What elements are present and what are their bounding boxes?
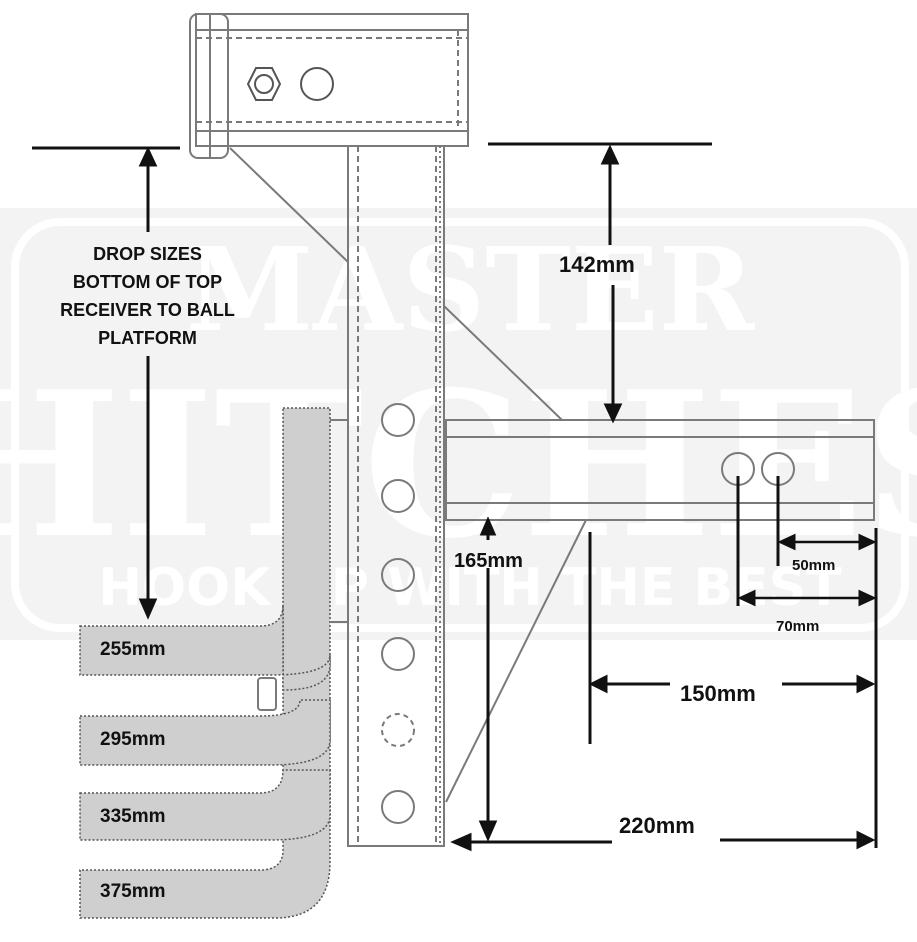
- drop-label-295: 295mm: [100, 729, 166, 750]
- watermark-line1: MASTER: [186, 223, 756, 358]
- dim-50: 50mm: [792, 557, 836, 574]
- drop-note-line-4: PLATFORM: [98, 328, 197, 348]
- drop-sizes-note: DROP SIZES BOTTOM OF TOP RECEIVER TO BAL…: [40, 240, 255, 352]
- watermark-line2: HITCHES: [0, 348, 917, 583]
- drop-shapes: [79, 407, 331, 919]
- dimension-lines: [32, 142, 878, 852]
- dim-220: 220mm: [619, 813, 695, 838]
- dim-150: 150mm: [680, 681, 756, 706]
- watermark: MASTER HITCHES HOOK UP WITH THE BEST: [0, 208, 917, 640]
- drop-label-255: 255mm: [100, 639, 166, 660]
- dim-142: 142mm: [559, 252, 635, 277]
- drop-note-line-3: RECEIVER TO BALL: [60, 300, 235, 320]
- drop-label-335: 335mm: [100, 806, 166, 827]
- drop-note-line-2: BOTTOM OF TOP: [72, 272, 223, 292]
- watermark-line3: HOOK UP WITH THE BEST: [98, 558, 842, 618]
- drop-label-375: 375mm: [100, 881, 166, 902]
- dim-165: 165mm: [454, 550, 523, 572]
- drop-note-line-1: DROP SIZES: [93, 244, 202, 264]
- hitch-outline: [189, 13, 875, 847]
- dim-70: 70mm: [776, 618, 820, 635]
